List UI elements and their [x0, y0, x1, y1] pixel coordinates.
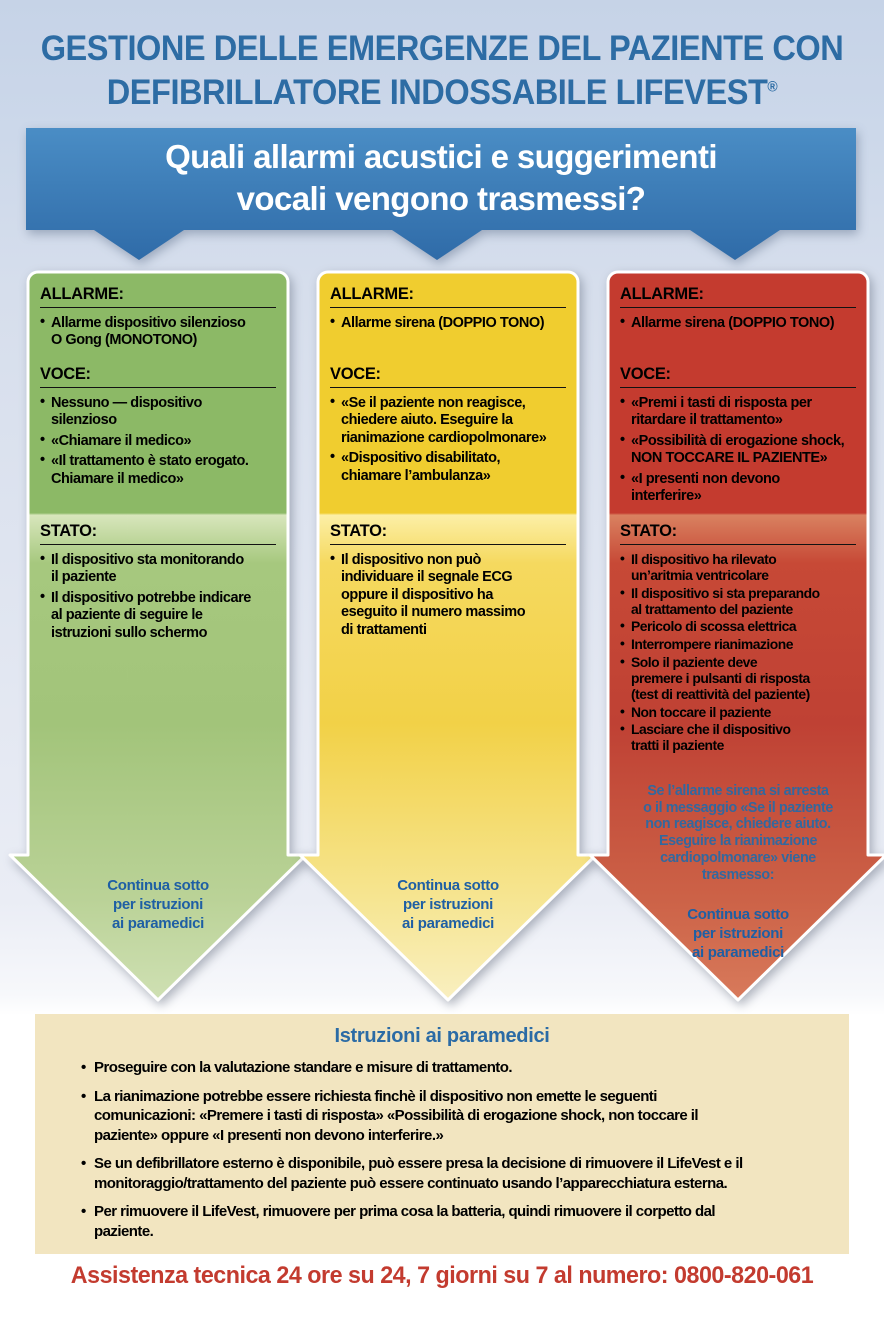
stato-heading: STATO:: [330, 522, 566, 545]
page-title-line1: GESTIONE DELLE EMERGENZE DEL PAZIENTE CO…: [40, 29, 844, 68]
allarme-heading: ALLARME:: [330, 285, 566, 308]
red-stato-section: STATO: Il dispositivo ha rilevato un’ari…: [620, 522, 856, 756]
stato-heading: STATO:: [40, 522, 276, 545]
voce-heading: VOCE:: [620, 365, 856, 388]
voce-heading: VOCE:: [330, 365, 566, 388]
green-stato-section: STATO: Il dispositivo sta monitorando il…: [40, 522, 276, 645]
banner-arrow-shape: [26, 128, 856, 260]
alarm-column-green: ALLARME: Allarme dispositivo silenzioso …: [8, 270, 308, 1002]
paramedics-bullet: Per rimuovere il LifeVest, rimuovere per…: [81, 1202, 843, 1241]
bullet-item: «I presenti non devono interferire»: [620, 470, 856, 506]
alarm-column-red: ALLARME: Allarme sirena (DOPPIO TONO) VO…: [588, 270, 884, 1002]
stato-heading: STATO:: [620, 522, 856, 545]
bullet-item: Il dispositivo potrebbe indicare al pazi…: [40, 589, 276, 642]
allarme-heading: ALLARME:: [620, 285, 856, 308]
allarme-heading: ALLARME:: [40, 285, 276, 308]
bullet-item: Nessuno — dispositivo silenzioso: [40, 394, 276, 430]
green-column-content: ALLARME: Allarme dispositivo silenzioso …: [40, 272, 276, 1000]
paramedics-bullet: La rianimazione potrebbe essere richiest…: [81, 1087, 843, 1146]
page-title-line2: DEFIBRILLATORE INDOSSABILE LIFEVEST®: [106, 73, 778, 113]
yellow-stato-section: STATO: Il dispositivo non può individuar…: [330, 522, 566, 642]
voce-heading: VOCE:: [40, 365, 276, 388]
question-text: Quali allarmi acustici e suggerimenti vo…: [26, 136, 856, 220]
yellow-voce-section: VOCE: «Se il paziente non reagisce, chie…: [330, 365, 566, 488]
bullet-item: «Il trattamento è stato erogato. Chiamar…: [40, 452, 276, 488]
question-line2: vocali vengono trasmessi?: [236, 180, 646, 218]
bullet-item: «Premi i tasti di risposta per ritardare…: [620, 394, 856, 430]
bullet-item: Il dispositivo non può individuare il se…: [330, 551, 566, 639]
bullet-item: Il dispositivo si sta preparando al trat…: [620, 585, 856, 618]
siren-stop-note: Se l’allarme sirena si arresta o il mess…: [643, 783, 833, 883]
paramedics-title: Istruzioni ai paramedici: [334, 1025, 550, 1047]
red-column-content: ALLARME: Allarme sirena (DOPPIO TONO) VO…: [620, 272, 856, 1000]
bullet-item: «Dispositivo disabilitato, chiamare l’am…: [330, 449, 566, 485]
yellow-column-content: ALLARME: Allarme sirena (DOPPIO TONO) VO…: [330, 272, 566, 1000]
bullet-item: Pericolo di scossa elettrica: [620, 618, 856, 635]
support-phone-line: Assistenza tecnica 24 ore su 24, 7 giorn…: [70, 1262, 814, 1289]
bullet-item: «Chiamare il medico»: [40, 432, 276, 450]
paramedics-bullet: Proseguire con la valutazione standare e…: [81, 1058, 843, 1078]
bullet-item: Allarme sirena (DOPPIO TONO): [330, 314, 566, 332]
red-voce-section: VOCE: «Premi i tasti di risposta per rit…: [620, 365, 856, 508]
continua-note: Continua sotto per istruzioni ai paramed…: [397, 877, 499, 933]
bullet-item: «Se il paziente non reagisce, chiedere a…: [330, 394, 566, 447]
bullet-item: Interrompere rianimazione: [620, 636, 856, 653]
continua-note: Continua sotto per istruzioni ai paramed…: [107, 877, 209, 933]
bullet-item: Lasciare che il dispositivo tratti il pa…: [620, 721, 856, 754]
question-banner: Quali allarmi acustici e suggerimenti vo…: [26, 128, 856, 262]
registered-mark: ®: [767, 78, 778, 96]
red-allarme-section: ALLARME: Allarme sirena (DOPPIO TONO): [620, 285, 856, 335]
continua-note: Continua sotto per istruzioni ai paramed…: [687, 906, 789, 962]
question-line1: Quali allarmi acustici e suggerimenti: [165, 138, 717, 175]
green-voce-section: VOCE: Nessuno — dispositivo silenzioso «…: [40, 365, 276, 491]
bullet-item: «Possibilità di erogazione shock, NON TO…: [620, 432, 856, 468]
green-allarme-section: ALLARME: Allarme dispositivo silenzioso …: [40, 285, 276, 353]
alarm-column-yellow: ALLARME: Allarme sirena (DOPPIO TONO) VO…: [298, 270, 598, 1002]
yellow-allarme-section: ALLARME: Allarme sirena (DOPPIO TONO): [330, 285, 566, 335]
bullet-item: Non toccare il paziente: [620, 704, 856, 721]
bullet-item: Allarme sirena (DOPPIO TONO): [620, 314, 856, 332]
bullet-item: Il dispositivo sta monitorando il pazien…: [40, 551, 276, 587]
paramedics-box: Istruzioni ai paramedici Proseguire con …: [35, 1014, 849, 1254]
bullet-item: Solo il paziente deve premere i pulsanti…: [620, 654, 856, 703]
bullet-item: Allarme dispositivo silenzioso O Gong (M…: [40, 314, 276, 350]
page-title: GESTIONE DELLE EMERGENZE DEL PAZIENTE CO…: [31, 27, 853, 116]
bullet-item: Il dispositivo ha rilevato un’aritmia ve…: [620, 551, 856, 584]
paramedics-bullet: Se un defibrillatore esterno è disponibi…: [81, 1154, 843, 1193]
